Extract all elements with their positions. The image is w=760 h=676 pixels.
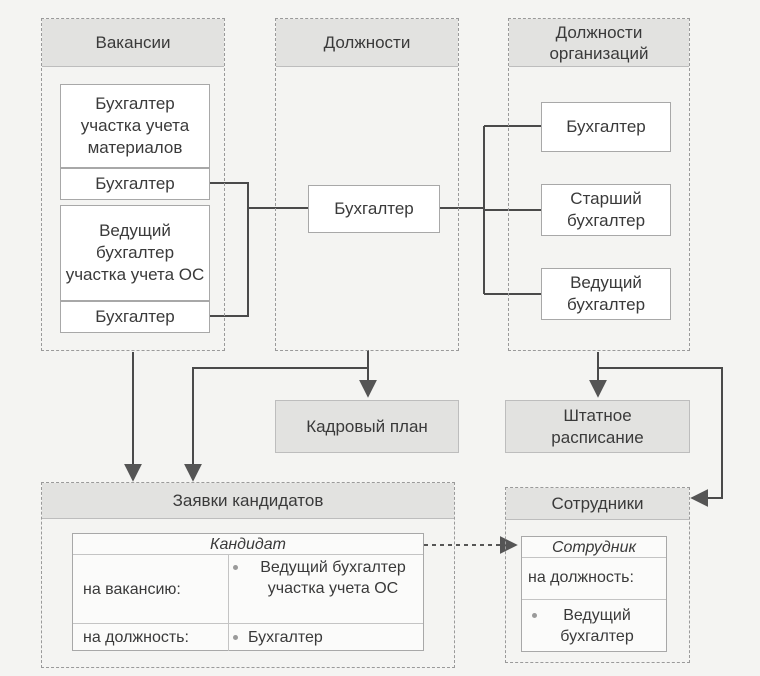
candidate-divider-h <box>73 623 423 624</box>
org-positions-panel: Должности организаций <box>508 18 690 351</box>
arrow-positions-requests <box>184 367 368 482</box>
vacancies-title: Вакансии <box>42 19 224 67</box>
staff-schedule-box[interactable]: Штатное расписание <box>505 400 690 453</box>
candidate-position-label: на должность: <box>83 628 189 646</box>
candidate-divider-v <box>228 555 229 651</box>
positions-panel: Должности <box>275 18 459 351</box>
employee-position-value[interactable]: Ведущий бухгалтер <box>560 607 634 645</box>
org-position-item[interactable]: Ведущий бухгалтер <box>541 268 671 320</box>
candidate-vacancy-value[interactable]: Ведущий бухгалтер участка учета ОС <box>260 559 406 597</box>
employee-divider-h <box>522 599 666 600</box>
org-position-item[interactable]: Старший бухгалтер <box>541 184 671 236</box>
vacancy-item[interactable]: Бухгалтер <box>60 301 210 333</box>
vacancy-item[interactable]: Бухгалтер участка учета материалов <box>60 84 210 168</box>
link-vacancy1-position <box>208 182 308 209</box>
employees-title: Сотрудники <box>506 488 689 520</box>
vacancy-item[interactable]: Ведущий бухгалтер участка учета ОС <box>60 205 210 301</box>
position-item[interactable]: Бухгалтер <box>308 185 440 233</box>
candidate-position-value[interactable]: Бухгалтер <box>248 628 323 646</box>
candidate-vacancy-value-wrap: Ведущий бухгалтер участка учета ОС <box>233 557 421 623</box>
employee-position-label: на должность: <box>528 568 634 586</box>
employee-record-title: Сотрудник <box>522 537 666 558</box>
bullet-icon <box>532 613 537 618</box>
org-positions-title: Должности организаций <box>509 19 689 67</box>
arrow-org-employees <box>598 367 723 507</box>
hr-plan-box[interactable]: Кадровый план <box>275 400 459 453</box>
candidate-position-value-wrap: Бухгалтер <box>233 624 421 650</box>
vacancy-item[interactable]: Бухгалтер <box>60 168 210 200</box>
candidate-record[interactable]: Кандидат на вакансию: Ведущий бухгалтер … <box>72 533 424 651</box>
bullet-icon <box>233 565 238 570</box>
candidate-requests-title: Заявки кандидатов <box>42 483 454 519</box>
employee-record[interactable]: Сотрудник на должность: Ведущий бухгалте… <box>521 536 667 652</box>
org-position-item[interactable]: Бухгалтер <box>541 102 671 152</box>
link-vacancy2-position <box>208 208 249 317</box>
candidate-requests-panel: Заявки кандидатов <box>41 482 455 668</box>
vacancies-panel: Вакансии <box>41 18 225 351</box>
positions-title: Должности <box>276 19 458 67</box>
candidate-vacancy-label: на вакансию: <box>83 580 181 598</box>
candidate-record-title: Кандидат <box>73 534 423 555</box>
employees-panel: Сотрудники <box>505 487 690 663</box>
bullet-icon <box>233 634 238 640</box>
employee-position-value-wrap: Ведущий бухгалтер <box>532 605 662 649</box>
